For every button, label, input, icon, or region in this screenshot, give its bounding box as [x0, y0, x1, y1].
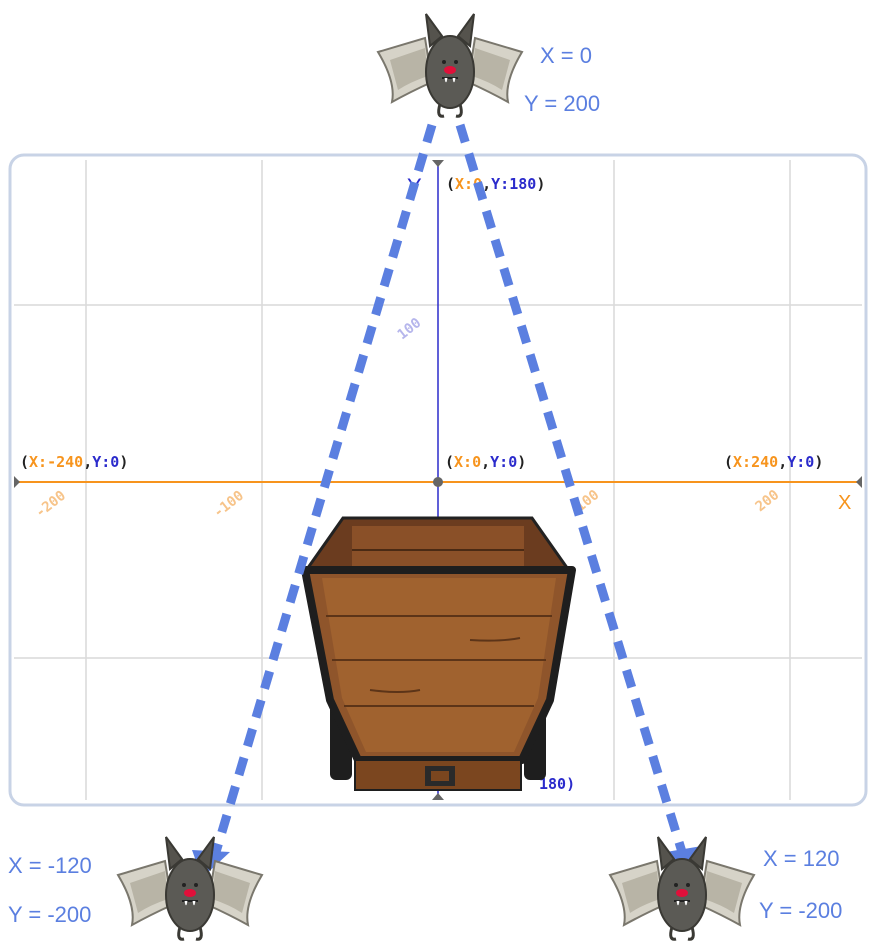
bat-bottom-left-x-label: X = -120: [8, 853, 92, 878]
bat-top: [376, 12, 524, 118]
x-axis-right-marker: [856, 476, 862, 488]
stage-panel: X Y -200 -100 100 200 100 (X:0,Y:180) (X…: [8, 153, 868, 807]
path-arrows: [211, 123, 687, 854]
arrow-to-bottom-right: [455, 123, 687, 854]
arrow-to-bottom-left: [211, 123, 437, 854]
coord-top: (X:0,Y:180): [446, 175, 545, 193]
coord-origin: (X:0,Y:0): [445, 453, 526, 471]
bat-bottom-right-x-label: X = 120: [763, 846, 839, 871]
bat-top-y-label: Y = 200: [524, 91, 600, 116]
y-axis-top-marker: [432, 160, 444, 167]
mine-cart: [301, 516, 576, 791]
bat-bottom-right-y-label: Y = -200: [759, 898, 842, 923]
bat-bottom-left-y-label: Y = -200: [8, 902, 91, 927]
y-axis-bottom-marker: [432, 793, 444, 800]
bat-bottom-left: [116, 835, 264, 941]
origin-point: [433, 477, 443, 487]
x-axis-label: X: [838, 492, 851, 514]
coord-bottom-partial: 180): [539, 775, 575, 793]
coord-left: (X:-240,Y:0): [20, 453, 128, 471]
bat-top-x-label: X = 0: [540, 43, 592, 68]
coord-right: (X:240,Y:0): [724, 453, 823, 471]
x-axis-left-marker: [14, 476, 20, 488]
